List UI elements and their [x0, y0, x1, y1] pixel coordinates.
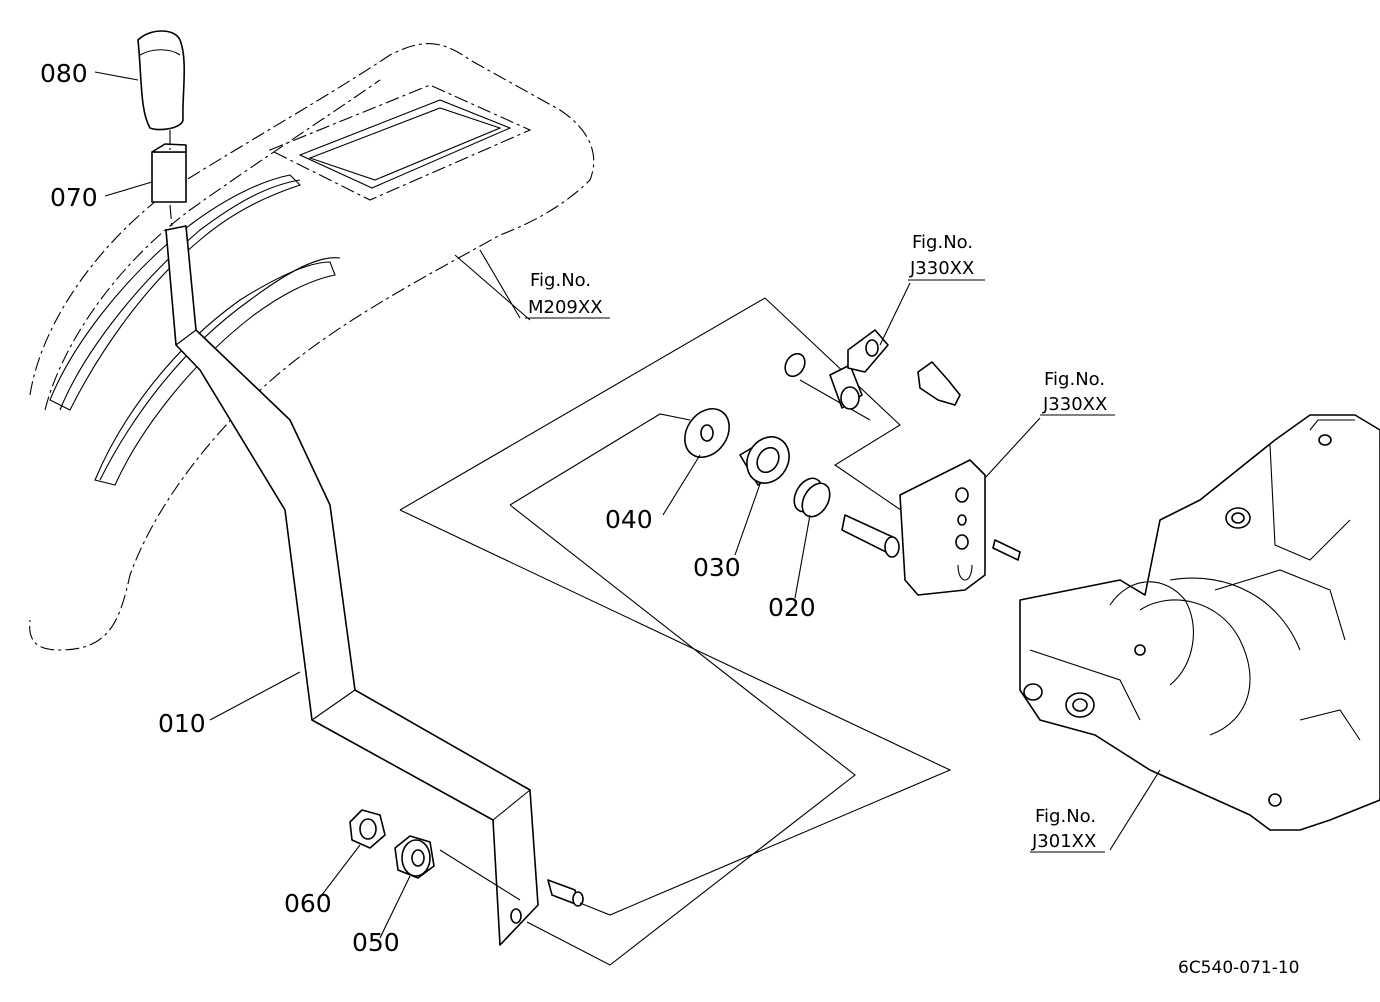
part-label-080: 080	[40, 59, 88, 88]
part-label-030: 030	[693, 553, 741, 582]
assembly-linkage-lines	[399, 297, 981, 966]
drawing-code: 6C540-071-10	[1178, 958, 1299, 978]
part-label-010: 010	[158, 709, 206, 738]
pin-shaft-part	[841, 514, 900, 558]
fig-ref-j301xx-code: J301XX	[1031, 831, 1096, 852]
transmission-housing	[1019, 414, 1380, 831]
washer-040-part	[684, 408, 730, 458]
small-fittings	[784, 329, 1021, 561]
figure-refs: Fig.No. M209XX Fig.No. J330XX Fig.No. J3…	[528, 232, 1107, 852]
part-label-050: 050	[352, 928, 400, 957]
part-labels: 080 070 010 040 030 020 060 050	[40, 59, 816, 957]
bracket-plate-part	[899, 459, 986, 596]
fig-ref-j301xx-line1: Fig.No.	[1035, 806, 1096, 827]
part-label-070: 070	[50, 183, 98, 212]
lever-010-part	[165, 225, 584, 946]
knob-080-part	[137, 30, 186, 131]
part-label-060: 060	[284, 889, 332, 918]
spring-020-part	[793, 477, 831, 518]
part-label-040: 040	[605, 505, 653, 534]
nut-060-part	[349, 809, 386, 849]
console-panel-dashed	[29, 43, 595, 651]
fig-ref-j330xx-top-line1: Fig.No.	[912, 232, 973, 253]
fig-ref-j330xx-right-line1: Fig.No.	[1044, 369, 1105, 390]
bushing-030-part	[739, 436, 790, 486]
part-label-020: 020	[768, 593, 816, 622]
spacer-070-part	[151, 130, 187, 229]
leader-lines	[94, 71, 1161, 939]
fig-ref-j330xx-top-code: J330XX	[909, 258, 974, 279]
flange-nut-050-part	[394, 835, 435, 879]
fig-ref-m209xx-code: M209XX	[528, 297, 603, 318]
fig-ref-m209xx-line1: Fig.No.	[530, 270, 591, 291]
fig-ref-j330xx-right-code: J330XX	[1042, 394, 1107, 415]
